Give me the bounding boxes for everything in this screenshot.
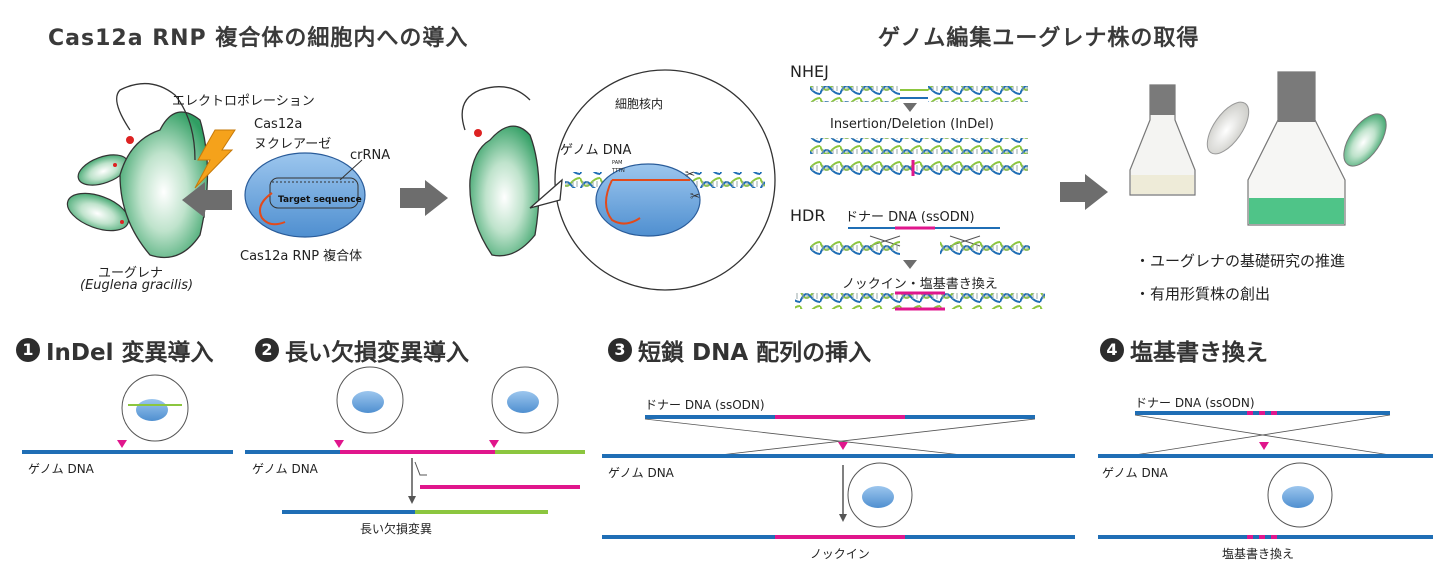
panel2-long-deletion-label: 長い欠損変異 — [360, 522, 433, 536]
panel3-knockin-label: ノックイン — [810, 547, 870, 561]
section-4-number: 4 — [1100, 338, 1124, 362]
green-euglena-icon — [1343, 113, 1387, 167]
section-1-number: 1 — [16, 338, 40, 362]
panel3-lines — [602, 415, 1075, 539]
section-3-header: 3 短鎖 DNA 配列の挿入 — [608, 333, 871, 367]
label-hdr: HDR — [790, 206, 826, 225]
label-donor-dna-top: ドナー DNA (ssODN) — [845, 210, 975, 225]
title-left: Cas12a RNP 複合体の細胞内への導入 — [48, 26, 469, 51]
panel2-genome-label: ゲノム DNA — [252, 462, 318, 476]
section-1-title: InDel 変異導入 — [46, 340, 214, 366]
lightning-bolt-icon — [194, 129, 236, 189]
label-indel: Insertion/Deletion (InDel) — [830, 117, 994, 132]
small-euglena-cell-2 — [66, 192, 130, 232]
label-crrna: crRNA — [350, 148, 391, 163]
svg-text:✂: ✂ — [690, 189, 700, 203]
arrow-left-icon — [182, 182, 232, 218]
section-4-title: 塩基書き換え — [1130, 340, 1268, 366]
panel1-genome-label: ゲノム DNA — [28, 462, 94, 476]
label-nhej: NHEJ — [790, 62, 829, 81]
hdr-dna-diagram — [795, 226, 1045, 311]
label-euglena-latin: (Euglena gracilis) — [80, 278, 194, 293]
label-nuclease: ヌクレアーゼ — [254, 137, 332, 152]
label-pam: PAM — [612, 160, 623, 166]
bullet-basic-research: ・ユーグレナの基礎研究の推進 — [1135, 252, 1346, 270]
small-flask-icon — [1129, 84, 1196, 196]
panel2-genome-lines — [245, 366, 585, 514]
label-rnp-complex: Cas12a RNP 複合体 — [240, 249, 363, 264]
section-2-title: 長い欠損変異導入 — [285, 340, 469, 366]
bullet-useful-strain: ・有用形質株の創出 — [1135, 285, 1271, 303]
euglena-cell-with-rnp — [461, 86, 540, 257]
section-2-number: 2 — [255, 338, 279, 362]
panel4-lines — [1098, 411, 1433, 539]
label-genome-dna-top: ゲノム DNA — [560, 143, 632, 158]
label-knockin-base: ノックイン・塩基書き換え — [842, 277, 998, 292]
panel3-genome-label: ゲノム DNA — [608, 466, 674, 480]
label-cas12a: Cas12a — [254, 117, 303, 132]
grey-euglena-icon — [1206, 101, 1250, 155]
section-3-number: 3 — [608, 338, 632, 362]
section-1-header: 1 InDel 変異導入 — [16, 333, 214, 367]
nhej-dna-diagram — [810, 86, 1028, 176]
label-target-sequence: Target sequence — [278, 195, 362, 205]
cas12a-rnp-complex — [244, 152, 366, 238]
label-tttn: TTTN — [612, 168, 625, 174]
section-4-header: 4 塩基書き換え — [1100, 333, 1268, 367]
label-electroporation: エレクトロポレーション — [172, 94, 315, 109]
euglena-cell-main — [116, 83, 209, 259]
svg-text:✂: ✂ — [685, 167, 695, 181]
panel4-donor-label: ドナー DNA (ssODN) — [1135, 396, 1255, 410]
section-2-header: 2 長い欠損変異導入 — [255, 333, 469, 367]
label-nucleus-inside: 細胞核内 — [615, 97, 664, 111]
arrow-right-icon-2 — [1060, 174, 1108, 210]
section-3-title: 短鎖 DNA 配列の挿入 — [638, 340, 872, 366]
panel4-base-rewrite-label: 塩基書き換え — [1222, 547, 1295, 561]
panel1-genome-line — [22, 374, 233, 454]
panel4-genome-label: ゲノム DNA — [1102, 466, 1168, 480]
label-euglena: ユーグレナ — [98, 266, 164, 281]
arrow-right-icon — [400, 180, 448, 216]
large-flask-icon — [1247, 71, 1346, 226]
panel3-donor-label: ドナー DNA (ssODN) — [645, 398, 765, 412]
nucleus-zoom-bubble: ✂ ✂ — [529, 69, 776, 291]
title-right: ゲノム編集ユーグレナ株の取得 — [878, 26, 1200, 51]
